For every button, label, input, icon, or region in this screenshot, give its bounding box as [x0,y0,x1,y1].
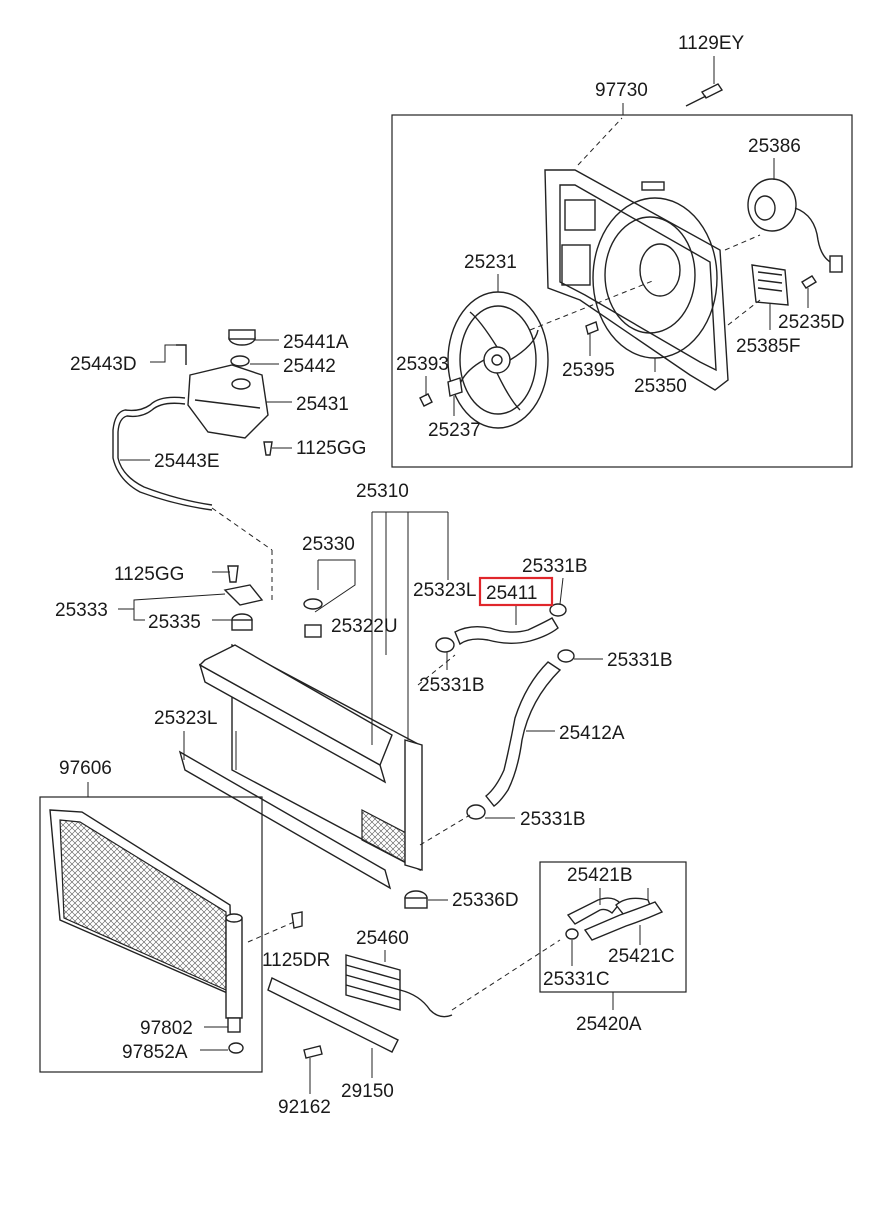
bolt-1125gg-reservoir[interactable] [263,441,273,456]
label-97852a[interactable]: 97852A [122,1042,188,1063]
oil-cooler-hose-group [539,861,687,993]
label-25395[interactable]: 25395 [562,360,615,381]
clip-25237[interactable] [447,377,463,397]
bolt-1125gg-mount[interactable] [227,565,239,583]
screw-25395[interactable] [585,321,599,335]
label-25331b-mid[interactable]: 25331B [419,675,485,696]
label-25443e[interactable]: 25443E [154,451,220,472]
hose-25421c[interactable] [583,901,664,941]
label-25331b-low[interactable]: 25331B [520,809,586,830]
label-25421c[interactable]: 25421C [608,946,675,967]
label-25411[interactable]: 25411 [486,583,537,604]
label-25323l-top[interactable]: 25323L [413,580,476,601]
bolt-1125dr[interactable] [291,911,303,929]
condenser-box [39,796,263,1073]
label-25335[interactable]: 25335 [148,612,201,633]
label-25386[interactable]: 25386 [748,136,801,157]
label-25331b-right[interactable]: 25331B [607,650,673,671]
bracket-25333[interactable] [223,584,264,606]
label-25310[interactable]: 25310 [356,481,409,502]
reservoir-group [112,329,273,600]
lower-bracket-25323l[interactable] [178,750,392,890]
screw-25393[interactable] [419,393,433,407]
part-labels: 1129EY 97730 25386 25231 25441A 25442 25… [55,33,845,1118]
label-25393[interactable]: 25393 [396,354,449,375]
reservoir-cap-25441a[interactable] [228,329,256,346]
hose-clamp-25331b-c[interactable] [557,649,575,663]
label-25322u[interactable]: 25322U [331,616,398,637]
label-29150[interactable]: 29150 [341,1081,394,1102]
label-97606[interactable]: 97606 [59,758,112,779]
condenser-group [39,796,303,1073]
cap-97852a[interactable] [228,1042,244,1054]
upper-bracket-25322u[interactable] [198,644,393,784]
label-25331b-top[interactable]: 25331B [522,556,588,577]
label-97802[interactable]: 97802 [140,1018,193,1039]
condenser-core-97606[interactable] [49,809,233,997]
label-25441a[interactable]: 25441A [283,332,349,353]
label-25231[interactable]: 25231 [464,252,517,273]
screw-25235d[interactable] [801,275,817,289]
fan-blade-25231[interactable] [447,291,549,429]
insulator-25335[interactable] [231,613,253,631]
radiator-group [178,511,575,909]
lower-hose-25412a[interactable] [485,661,562,807]
label-1125gg-top[interactable]: 1125GG [296,438,366,459]
highlight-box-25411 [478,576,554,607]
label-25443d[interactable]: 25443D [70,354,137,375]
radiator-cap-25330[interactable] [303,598,323,638]
label-25420a[interactable]: 25420A [576,1014,642,1035]
label-25431[interactable]: 25431 [296,394,349,415]
fan-assembly-frame-box [391,114,853,468]
reservoir-tank-25431[interactable] [187,364,269,439]
label-1125gg-mid[interactable]: 1125GG [114,564,184,585]
oil-cooler-25460[interactable] [345,954,453,1018]
label-25442[interactable]: 25442 [283,356,336,377]
fan-motor-25386[interactable] [747,178,843,273]
label-25336d[interactable]: 25336D [452,890,519,911]
hose-25421b[interactable] [566,897,654,925]
label-25412a[interactable]: 25412A [559,723,625,744]
label-25421b[interactable]: 25421B [567,865,633,886]
bolt-92162[interactable] [303,1045,323,1059]
fan-assembly-group [391,56,853,468]
clamp-25331c[interactable] [565,928,579,940]
label-25460[interactable]: 25460 [356,928,409,949]
label-25350[interactable]: 25350 [634,376,687,397]
label-25330[interactable]: 25330 [302,534,355,555]
label-25333[interactable]: 25333 [55,600,108,621]
o-ring-25442[interactable] [230,355,250,367]
insulator-25336d[interactable] [404,890,428,909]
label-25385f[interactable]: 25385F [736,336,800,357]
leader-lines [87,103,809,1094]
hose-clamp-25331b-a[interactable] [549,603,567,617]
label-97730[interactable]: 97730 [595,80,648,101]
label-92162[interactable]: 92162 [278,1097,331,1118]
oil-cooler-group [267,939,561,1059]
receiver-drier-97802[interactable] [225,913,243,1033]
hose-clamp-25331b-d[interactable] [466,804,486,820]
label-25331c[interactable]: 25331C [543,969,610,990]
air-guard-29150[interactable] [267,977,399,1053]
fan-resistor-25385f[interactable] [751,264,789,306]
fan-shroud-25350[interactable] [544,169,729,391]
overflow-hose-25443e[interactable] [112,396,213,511]
bolt-1129ey[interactable] [685,83,724,107]
label-25237[interactable]: 25237 [428,420,481,441]
label-1129ey[interactable]: 1129EY [678,33,745,54]
label-25323l-mid[interactable]: 25323L [154,708,217,729]
upper-hose-25411[interactable] [454,617,559,646]
hose-clamp-25331b-b[interactable] [435,637,455,653]
label-25235d[interactable]: 25235D [778,312,845,333]
label-1125dr[interactable]: 1125DR [262,950,330,971]
hose-25443d[interactable] [176,344,187,365]
